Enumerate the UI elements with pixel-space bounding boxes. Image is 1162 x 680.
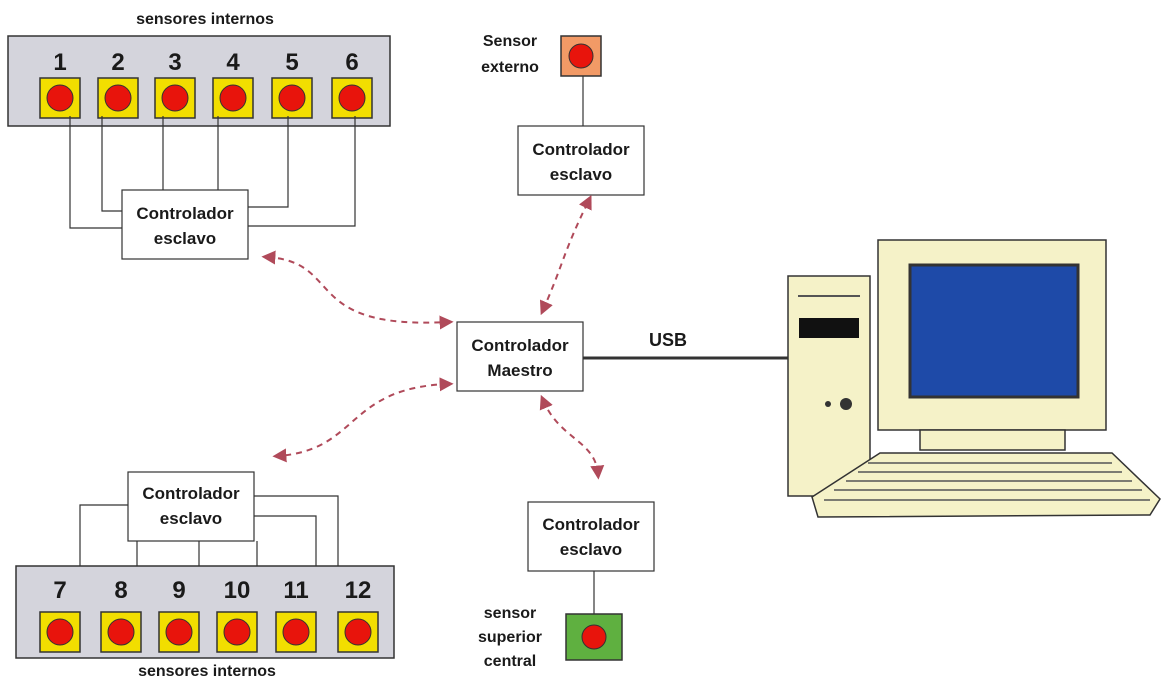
bottom-sensor-number: 8 [114, 577, 127, 604]
bottom-slave-controller [127, 471, 255, 542]
superior-sensor-dot [581, 624, 607, 650]
external-slave-line1: Controlador [532, 140, 630, 159]
external-slave-line2: esclavo [550, 165, 612, 184]
bottom-caption: sensores internos [138, 663, 276, 680]
bottom-sensor-number: 11 [283, 577, 308, 604]
master-line2: Maestro [487, 361, 552, 380]
bottom-sensor-number: 9 [172, 577, 185, 604]
superior-label-line2: superior [478, 629, 542, 646]
top-sensor-dot-5 [278, 84, 306, 112]
top-sensor-number: 5 [285, 49, 298, 76]
wireless-link-icon [261, 194, 605, 480]
top-sensor-row: 1 2 3 4 5 6 [39, 49, 373, 119]
top-sensor-dot-4 [219, 84, 247, 112]
bottom-sensor-dot-10 [223, 618, 251, 646]
top-sensor-number: 4 [226, 49, 240, 76]
bottom-sensor-dot-8 [107, 618, 135, 646]
external-sensor-dot [568, 43, 594, 69]
superior-label-line1: sensor [484, 605, 536, 622]
top-wiring [69, 116, 356, 229]
bottom-sensor-number: 7 [53, 577, 66, 604]
top-slave-line1: Controlador [136, 204, 234, 223]
superior-slave-line1: Controlador [542, 515, 640, 534]
computer-icon [787, 239, 1161, 518]
usb-label: USB [649, 330, 687, 350]
external-label-line1: Sensor [483, 33, 537, 50]
top-sensor-number: 3 [168, 49, 181, 76]
top-sensor-dot-3 [161, 84, 189, 112]
top-caption: sensores internos [136, 11, 274, 28]
top-sensor-dot-1 [46, 84, 74, 112]
bottom-sensor-number: 12 [345, 577, 372, 604]
bottom-sensor-row: 7 8 9 10 11 12 [39, 577, 379, 653]
top-slave-controller [121, 189, 249, 260]
superior-slave-line2: esclavo [560, 540, 622, 559]
external-slave-controller [517, 125, 645, 196]
top-sensor-dot-6 [338, 84, 366, 112]
top-sensor-number: 2 [111, 49, 124, 76]
bottom-slave-line1: Controlador [142, 484, 240, 503]
superior-slave-controller [527, 501, 655, 572]
external-label-line2: externo [481, 59, 539, 76]
top-sensor-dot-2 [104, 84, 132, 112]
master-line1: Controlador [471, 336, 569, 355]
external-sensor [560, 35, 602, 77]
top-sensor-number: 1 [53, 49, 66, 76]
master-controller [456, 321, 584, 392]
bottom-sensor-number: 10 [224, 577, 251, 604]
superior-label-line3: central [484, 653, 536, 670]
top-slave-line2: esclavo [154, 229, 216, 248]
bottom-slave-line2: esclavo [160, 509, 222, 528]
bottom-sensor-dot-9 [165, 618, 193, 646]
bottom-sensor-dot-7 [46, 618, 74, 646]
bottom-sensor-dot-11 [282, 618, 310, 646]
bottom-sensor-dot-12 [344, 618, 372, 646]
top-sensor-number: 6 [345, 49, 358, 76]
